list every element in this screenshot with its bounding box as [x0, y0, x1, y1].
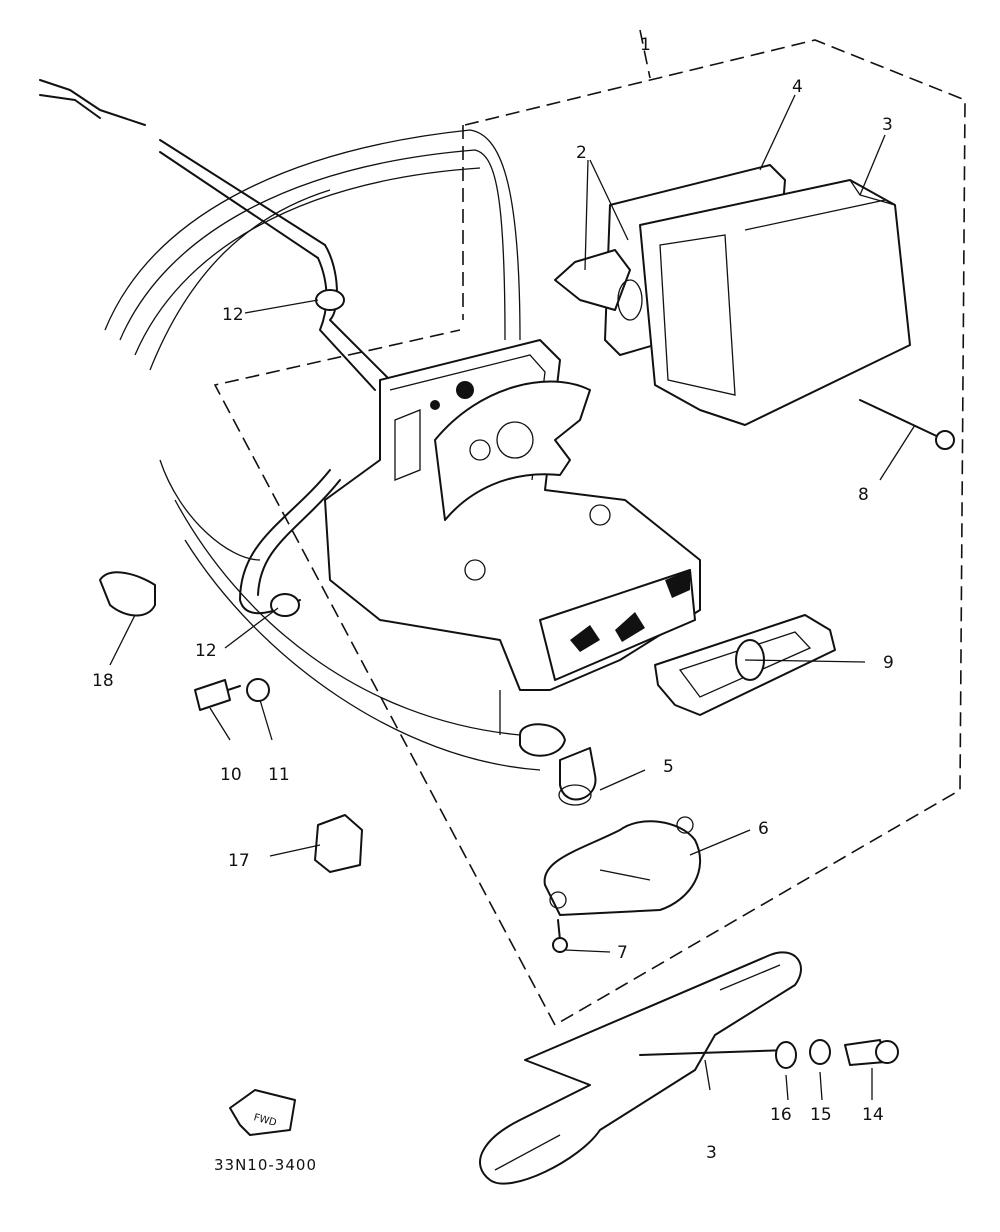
callout-12-bottom: 12	[195, 641, 217, 661]
wiring-harness	[39, 79, 391, 617]
assembly-boundary	[213, 29, 966, 1027]
turn-signal-unit	[554, 164, 955, 450]
callout-4: 4	[792, 77, 803, 97]
screw	[552, 919, 568, 953]
callout-leaders	[109, 94, 916, 1101]
rear-fender-outline	[104, 129, 541, 771]
callout-3-lamp: 3	[882, 115, 893, 135]
callout-15: 15	[810, 1105, 832, 1125]
license-bracket	[479, 951, 802, 1185]
callout-7: 7	[617, 943, 628, 963]
small-parts	[99, 571, 363, 873]
callout-8: 8	[858, 485, 869, 505]
license-light	[543, 816, 701, 916]
bulb	[558, 747, 597, 806]
callout-12-top: 12	[222, 305, 244, 325]
part-reference-code: 33N10-3400	[214, 1156, 317, 1174]
callout-2: 2	[576, 143, 587, 163]
callout-14: 14	[862, 1105, 884, 1125]
bolt-washer-set	[775, 1039, 899, 1069]
callout-6: 6	[758, 819, 769, 839]
lens-gasket	[654, 614, 836, 716]
tail-light-housing	[324, 339, 701, 757]
forward-arrow-icon: FWD	[229, 1089, 296, 1136]
callout-1: 1	[640, 35, 651, 55]
callout-5: 5	[663, 757, 674, 777]
callout-16: 16	[770, 1105, 792, 1125]
callout-labels: 1 2 3 4 5 6 7 8 9 10 11 12 12 3 14 15 16…	[92, 35, 894, 1163]
callout-18: 18	[92, 671, 114, 691]
callout-3-bracket: 3	[706, 1143, 717, 1163]
callout-17: 17	[228, 851, 250, 871]
callout-10: 10	[220, 765, 242, 785]
callout-11: 11	[268, 765, 290, 785]
callout-9: 9	[883, 653, 894, 673]
